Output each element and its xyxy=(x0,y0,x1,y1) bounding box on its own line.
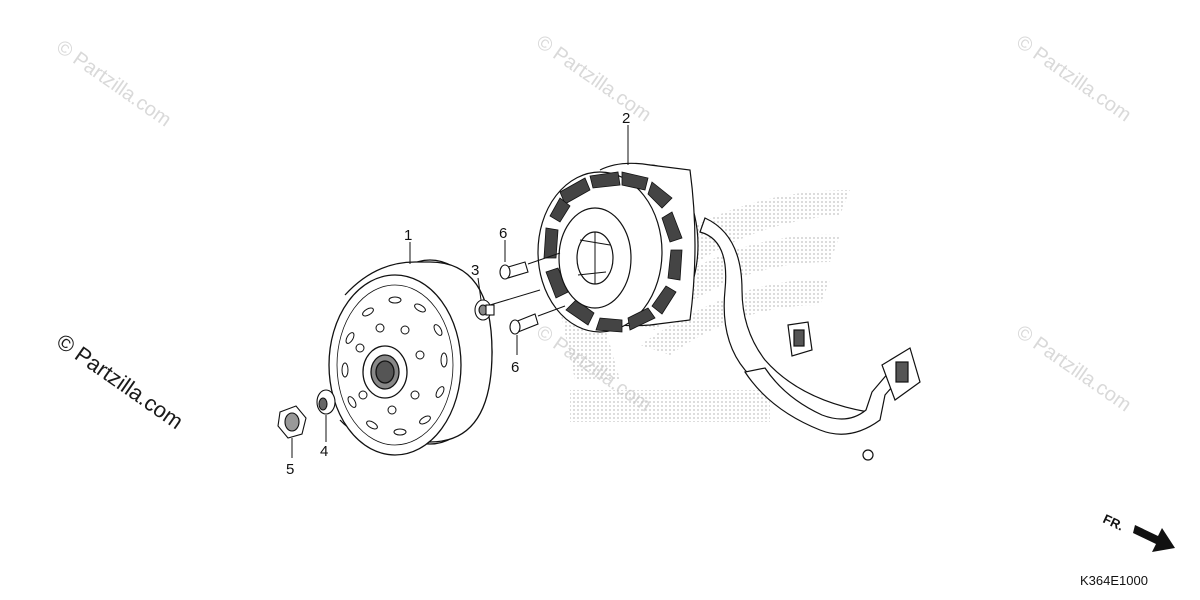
bolt-lower xyxy=(509,313,539,335)
callout-4: 4 xyxy=(320,443,328,460)
flywheel xyxy=(328,259,493,456)
fr-label: FR. xyxy=(1101,511,1126,533)
callout-6-upper: 6 xyxy=(499,225,507,242)
watermark-top-right: © Partzilla.com xyxy=(1012,31,1135,126)
washer xyxy=(316,389,336,415)
connector-large xyxy=(881,347,921,401)
diagram-code: K364E1000 xyxy=(1080,573,1148,588)
flywheel-slots xyxy=(341,296,448,436)
stator xyxy=(537,162,921,461)
callout-6-lower: 6 xyxy=(511,359,519,376)
callout-5: 5 xyxy=(286,461,294,478)
callout-3: 3 xyxy=(471,262,479,279)
bolt-upper xyxy=(499,261,529,280)
arrow-right-icon xyxy=(1133,525,1175,552)
connector-small xyxy=(787,321,813,357)
stator-coils xyxy=(543,171,683,333)
flange-bolt xyxy=(474,299,495,321)
nut xyxy=(277,405,307,439)
leader-lines xyxy=(291,125,629,458)
callout-2: 2 xyxy=(622,110,630,127)
callout-1: 1 xyxy=(404,227,412,244)
watermark-left-dark: © Partzilla.com xyxy=(52,329,188,435)
front-direction-indicator: FR. xyxy=(1101,511,1175,552)
watermark-top-center: © Partzilla.com xyxy=(532,31,655,126)
honda-logo-wordmark xyxy=(570,390,770,422)
watermark-top-left: © Partzilla.com xyxy=(52,36,175,131)
watermark-mid-right: © Partzilla.com xyxy=(1012,321,1135,416)
